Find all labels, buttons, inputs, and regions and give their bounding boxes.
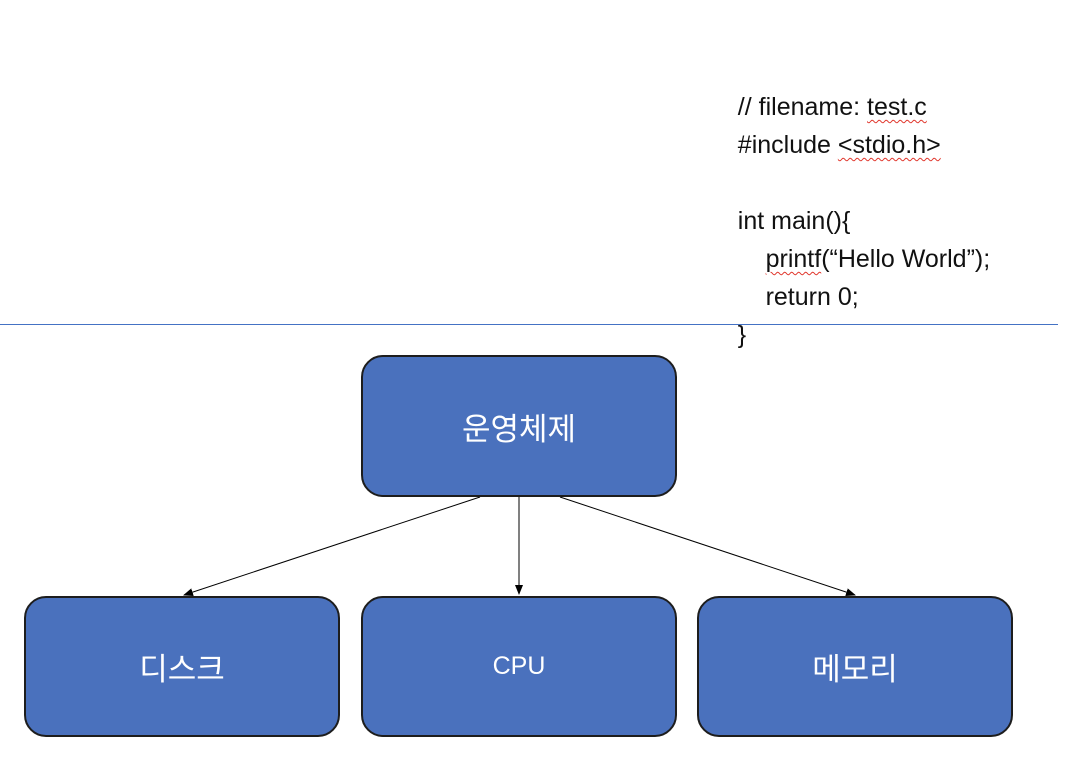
node-label: CPU [492, 652, 546, 680]
horizontal-divider [0, 324, 1058, 325]
code-line: int main(){ [710, 164, 1055, 235]
node-memory: 메모리 [697, 596, 1013, 737]
code-text: int main(){ [737, 207, 851, 235]
node-operating-system: 운영체제 [361, 355, 677, 497]
node-label: 운영체제 [461, 411, 577, 447]
code-line: #include <stdio.h> [710, 88, 1055, 159]
code-line: // filename: test.c [710, 50, 1055, 121]
code-text: #include [737, 131, 838, 159]
code-text: (“Hello World”); [821, 245, 991, 273]
node-label: 메모리 [812, 652, 898, 687]
node-label: 디스크 [139, 652, 225, 687]
node-disk: 디스크 [24, 596, 340, 737]
code-snippet: // filename: test.c #include <stdio.h> i… [710, 50, 1055, 349]
edge-os-to-disk [183, 496, 481, 596]
code-text-misspelled: <stdio.h> [837, 131, 941, 159]
code-line: printf(“Hello World”); [710, 202, 1055, 273]
edge-os-to-memory [559, 496, 856, 596]
code-text-misspelled: test.c [867, 93, 927, 121]
code-text-misspelled: printf [765, 245, 822, 273]
code-line: } [710, 278, 1055, 349]
code-indent [738, 245, 766, 273]
code-line: return 0; [710, 240, 1055, 311]
code-text: } [737, 321, 747, 349]
code-text: // filename: [737, 93, 868, 121]
code-text: return 0; [737, 283, 859, 311]
node-cpu: CPU [361, 596, 677, 737]
